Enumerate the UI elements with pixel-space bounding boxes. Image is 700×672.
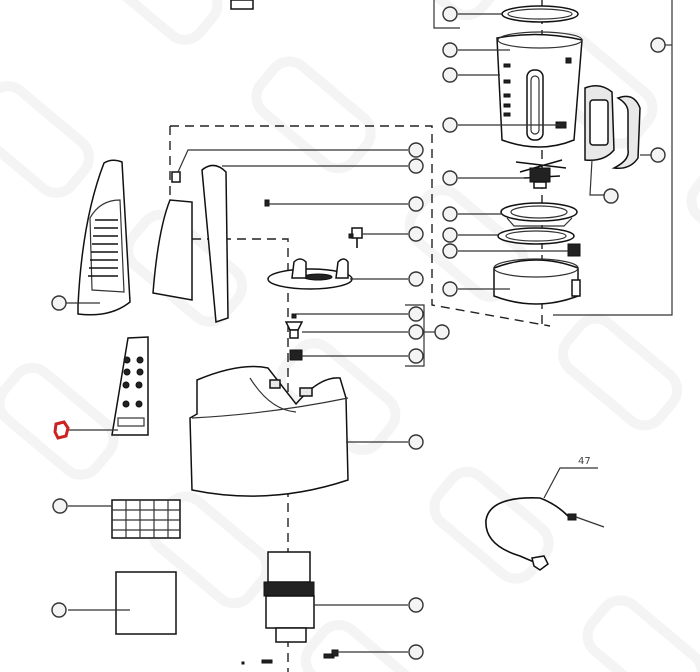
callout-bubble xyxy=(408,324,424,340)
drive-coupling xyxy=(284,313,304,361)
callout-bubble xyxy=(442,6,458,22)
callout-bubble xyxy=(442,67,458,83)
jar-measure-marks xyxy=(503,57,572,129)
mounting-plate xyxy=(267,258,353,290)
callout-bubble xyxy=(650,147,666,163)
blade-assembly xyxy=(515,159,567,189)
motor xyxy=(263,551,315,643)
air-filter-grille xyxy=(111,499,181,539)
top-stub-part xyxy=(230,0,254,10)
bracket-jar-assembly xyxy=(553,0,673,316)
switch-part xyxy=(348,227,363,248)
callout-bubble xyxy=(442,206,458,222)
callout-bubble xyxy=(603,188,619,204)
callout-bubble xyxy=(408,597,424,613)
callout-bubble xyxy=(408,348,424,364)
cord-label: 47 xyxy=(578,456,591,467)
coupling-plug xyxy=(567,243,581,257)
callout-bubble xyxy=(52,498,68,514)
callout-bubble xyxy=(442,170,458,186)
jar-base-ring xyxy=(497,227,575,245)
jar-base-gasket xyxy=(500,202,578,227)
callout-bubble xyxy=(408,434,424,450)
dashed-assembly-box xyxy=(170,125,551,327)
callout-bubble xyxy=(442,42,458,58)
callout-bubble xyxy=(408,158,424,174)
callout-bubble xyxy=(434,324,450,340)
button-panel xyxy=(111,336,149,436)
switch-actuator xyxy=(171,171,181,183)
inner-panel xyxy=(152,199,193,301)
highlighted-callout-marker[interactable] xyxy=(53,420,70,440)
callout-bubble xyxy=(442,227,458,243)
main-housing xyxy=(189,365,349,497)
leader-lines xyxy=(66,13,672,653)
callout-bubble xyxy=(408,271,424,287)
left-side-panel xyxy=(77,159,131,316)
jar-body xyxy=(496,31,583,148)
circuit-board xyxy=(115,571,177,635)
callout-bubble xyxy=(51,295,67,311)
small-marks xyxy=(241,659,273,665)
jar-handle xyxy=(584,85,641,170)
bracket-lid xyxy=(433,0,460,29)
screw xyxy=(323,649,339,659)
callout-bubble xyxy=(650,37,666,53)
dashed-axis-left xyxy=(169,126,289,672)
callout-bubble xyxy=(442,117,458,133)
callout-bubble xyxy=(408,196,424,212)
callout-bubble xyxy=(408,306,424,322)
callout-bubble xyxy=(408,226,424,242)
callout-bubble xyxy=(408,644,424,660)
jar-lid-seal xyxy=(501,5,579,23)
callout-bubble xyxy=(51,602,67,618)
jar-base-cup xyxy=(493,258,581,305)
callout-bubble xyxy=(408,142,424,158)
callout-bubble xyxy=(442,281,458,297)
callout-bubbles xyxy=(51,6,666,660)
control-strip xyxy=(201,164,229,324)
power-cord xyxy=(485,467,605,571)
callout-bubble xyxy=(442,243,458,259)
spring-screw xyxy=(264,199,270,207)
